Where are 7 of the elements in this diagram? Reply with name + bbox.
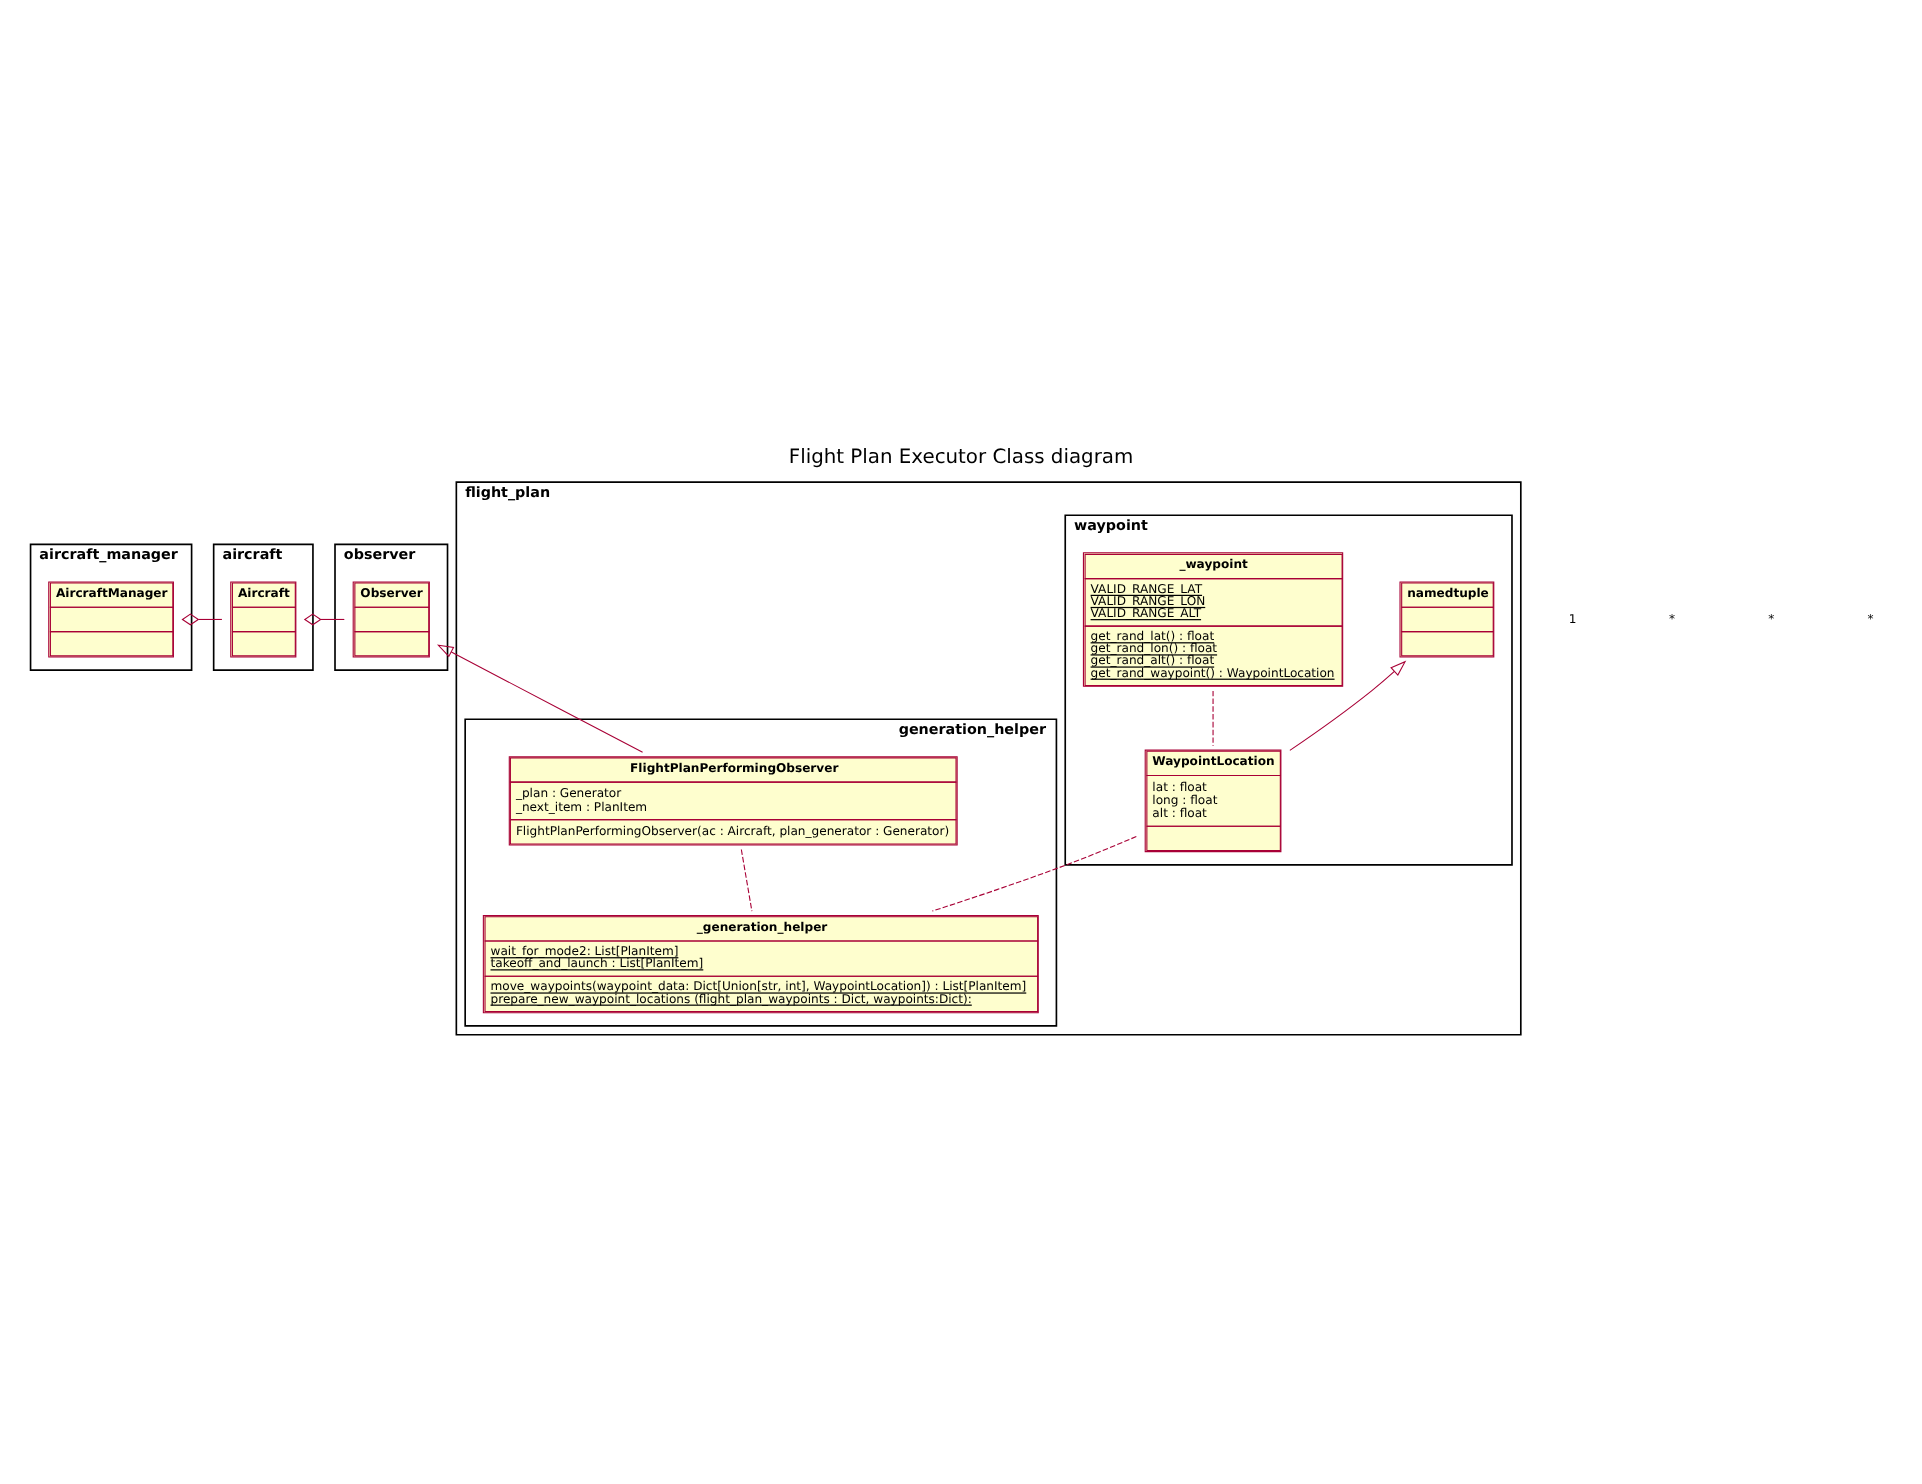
diagram-title: Flight Plan Executor Class diagram [788, 445, 1134, 468]
arrow [436, 643, 644, 752]
arrow [1289, 659, 1407, 750]
connector [740, 847, 753, 911]
connector [181, 612, 223, 625]
connector [303, 612, 345, 625]
connector [931, 834, 1137, 911]
